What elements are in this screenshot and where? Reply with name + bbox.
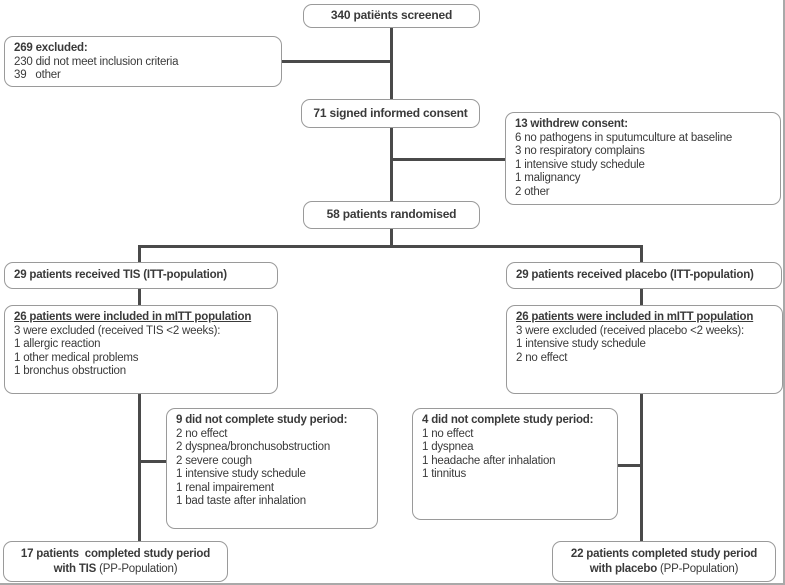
box-tis-completed: 17 patients completed study period with … bbox=[3, 541, 228, 582]
placebo-mitt-title: 26 patients were included in mITT popula… bbox=[516, 311, 754, 323]
withdrew-line: 1 malignancy bbox=[515, 172, 581, 184]
placebo-completed-line2-bold: with placebo bbox=[589, 562, 658, 575]
tis-mitt-line: 1 bronchus obstruction bbox=[14, 365, 126, 377]
tis-dropout-title: 9 did not complete study period: bbox=[176, 414, 348, 426]
tis-completed-line2-bold: with TIS bbox=[53, 562, 97, 575]
tis-mitt-title: 26 patients were included in mITT popula… bbox=[14, 311, 252, 323]
tis-dropout-line: 2 dyspnea/bronchusobstruction bbox=[176, 441, 331, 453]
withdrew-line: 2 other bbox=[515, 185, 550, 198]
box-screened: 340 patiënts screened bbox=[303, 4, 480, 28]
tis-completed-line2: with TIS (PP-Population) bbox=[54, 562, 178, 577]
consent-label: 71 signed informed consent bbox=[313, 105, 468, 120]
connector-to-excluded bbox=[282, 60, 392, 63]
withdrew-title: 13 withdrew consent: bbox=[515, 118, 628, 130]
tis-mitt-line: 1 allergic reaction bbox=[14, 338, 101, 350]
box-tis-mitt: 26 patients were included in mITT popula… bbox=[4, 305, 278, 394]
excluded-title: 269 excluded: bbox=[14, 42, 88, 54]
excluded-line: 39 other bbox=[14, 69, 61, 81]
withdrew-line: 6 no pathogens in sputumculture at basel… bbox=[515, 131, 733, 144]
placebo-dropout-line: 1 no effect bbox=[422, 427, 474, 440]
connector-split-to-tis bbox=[138, 245, 141, 262]
connector-placebo-mitt-to-completed bbox=[640, 393, 643, 542]
box-withdrew: 13 withdrew consent: 6 no pathogens in s… bbox=[505, 112, 781, 205]
tis-dropout-line: 1 renal impairement bbox=[176, 481, 274, 494]
box-excluded: 269 excluded: 230 did not meet inclusion… bbox=[4, 36, 282, 87]
box-placebo-completed: 22 patients completed study period with … bbox=[552, 541, 776, 582]
connector-to-tis-dropout bbox=[140, 460, 166, 463]
box-placebo-itt: 29 patients received placebo (ITT-popula… bbox=[506, 262, 782, 289]
placebo-completed-line2: with placebo (PP-Population) bbox=[589, 562, 739, 577]
box-placebo-mitt: 26 patients were included in mITT popula… bbox=[506, 305, 783, 394]
withdrew-line: 1 intensive study schedule bbox=[515, 158, 645, 171]
connector-to-placebo-dropout bbox=[618, 464, 642, 467]
connector-to-withdrew bbox=[391, 158, 505, 161]
tis-mitt-line: 1 other medical problems bbox=[14, 351, 139, 364]
randomised-label: 58 patients randomised bbox=[326, 207, 457, 222]
box-placebo-dropout: 4 did not complete study period: 1 no ef… bbox=[412, 408, 618, 520]
tis-completed-line2-regular: (PP-Population) bbox=[99, 562, 178, 575]
excluded-line: 230 did not meet inclusion criteria bbox=[14, 55, 179, 68]
screened-label: 340 patiënts screened bbox=[330, 8, 453, 23]
tis-dropout-line: 1 bad taste after inhalation bbox=[176, 495, 306, 507]
box-consent: 71 signed informed consent bbox=[301, 99, 480, 128]
box-randomised: 58 patients randomised bbox=[303, 201, 480, 229]
placebo-dropout-title: 4 did not complete study period: bbox=[422, 414, 594, 426]
tis-mitt-line: 3 were excluded (received TIS <2 weeks): bbox=[14, 324, 221, 337]
connector-consent-to-randomised bbox=[390, 127, 393, 203]
placebo-dropout-line: 1 tinnitus bbox=[422, 468, 467, 480]
connector-split-horizontal bbox=[138, 245, 643, 248]
placebo-itt-label: 29 patients received placebo (ITT-popula… bbox=[516, 268, 754, 281]
placebo-dropout-line: 1 dyspnea bbox=[422, 441, 474, 453]
placebo-completed-line1: 22 patients completed study period bbox=[570, 547, 758, 560]
connector-randomised-to-split bbox=[390, 229, 393, 247]
box-tis-itt: 29 patients received TIS (ITT-population… bbox=[4, 262, 278, 289]
connector-screened-to-consent bbox=[390, 28, 393, 99]
tis-completed-line1: 17 patients completed study period bbox=[20, 547, 211, 560]
connector-tis-to-mitt bbox=[138, 288, 141, 306]
placebo-mitt-line: 1 intensive study schedule bbox=[516, 338, 646, 350]
tis-itt-label: 29 patients received TIS (ITT-population… bbox=[14, 268, 227, 281]
placebo-mitt-line: 3 were excluded (received placebo <2 wee… bbox=[516, 324, 745, 337]
withdrew-line: 3 no respiratory complains bbox=[515, 145, 645, 157]
tis-dropout-line: 2 severe cough bbox=[176, 454, 252, 467]
connector-split-to-placebo bbox=[640, 245, 643, 262]
placebo-completed-line2-regular: (PP-Population) bbox=[660, 562, 739, 575]
connector-tis-mitt-to-completed bbox=[138, 393, 141, 542]
placebo-mitt-line: 2 no effect bbox=[516, 351, 568, 364]
connector-placebo-to-mitt bbox=[640, 288, 643, 306]
tis-dropout-line: 2 no effect bbox=[176, 427, 228, 440]
box-tis-dropout: 9 did not complete study period: 2 no ef… bbox=[166, 408, 378, 529]
tis-dropout-line: 1 intensive study schedule bbox=[176, 468, 306, 480]
placebo-dropout-line: 1 headache after inhalation bbox=[422, 454, 556, 467]
